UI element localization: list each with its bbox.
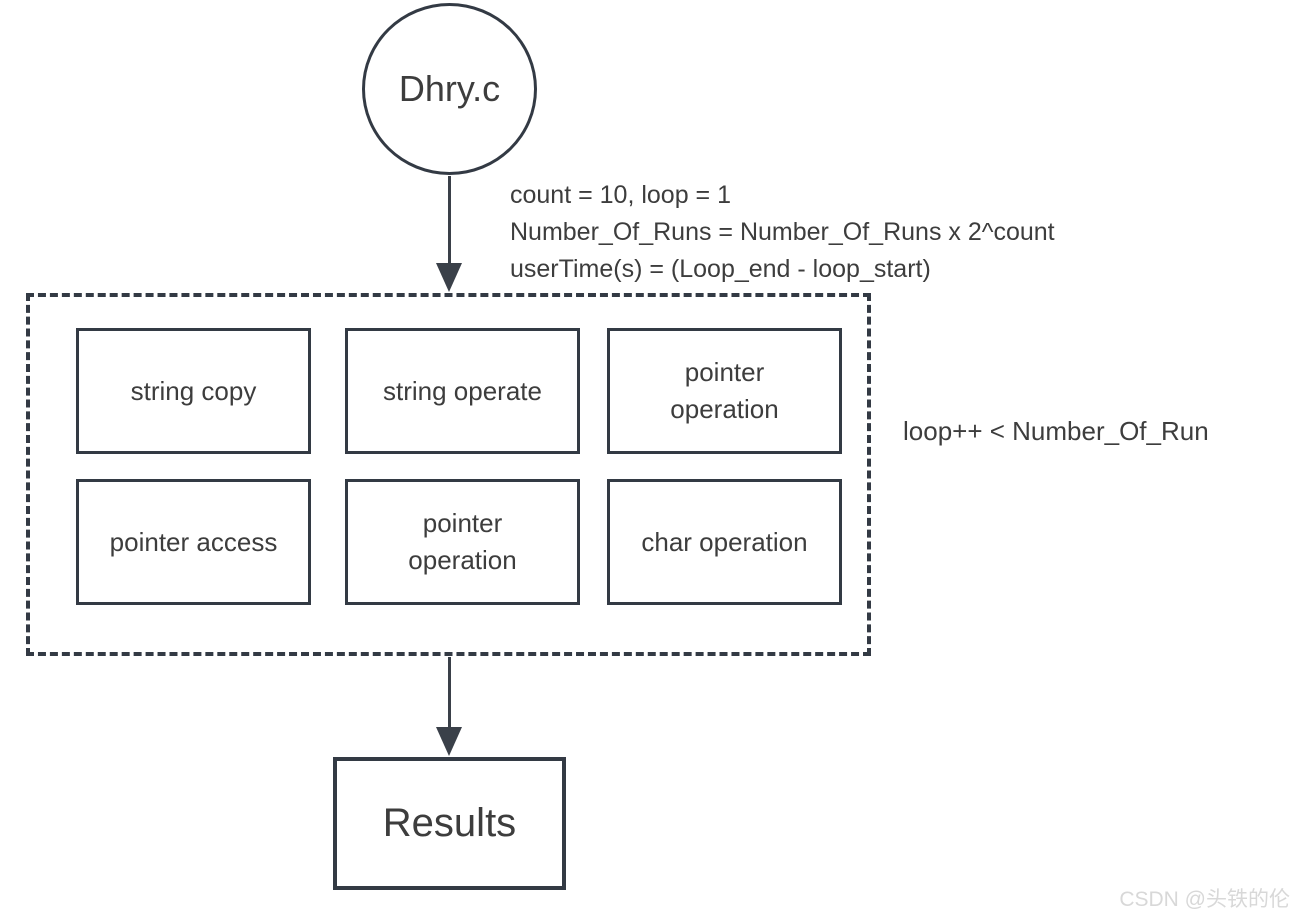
benchmark-loop-container: string copy string operate pointer opera… (26, 293, 871, 656)
init-annotation: count = 10, loop = 1 Number_Of_Runs = Nu… (510, 177, 1055, 288)
annotation-line-usertime: userTime(s) = (Loop_end - loop_start) (510, 255, 931, 283)
op-box-char-operation: char operation (607, 479, 842, 605)
loop-condition-annotation: loop++ < Number_Of_Run (903, 416, 1209, 446)
op-box-label: string copy (130, 375, 257, 406)
end-node-label: Results (382, 801, 517, 845)
arrow-head-icon (436, 727, 462, 756)
op-box-label: char operation (641, 526, 808, 557)
arrow-dhry-to-loop (436, 176, 462, 292)
arrow-head-icon (436, 263, 462, 292)
op-box-label: pointer access (109, 526, 278, 557)
annotation-line-runs: Number_Of_Runs = Number_Of_Runs x 2^coun… (510, 218, 1055, 246)
op-box-label: string operate (383, 375, 542, 406)
annotation-line-count: count = 10, loop = 1 (510, 181, 732, 209)
arrow-shaft (447, 176, 451, 265)
arrow-loop-to-results (436, 657, 462, 756)
op-box-pointer-operation-2: pointer operation (345, 479, 580, 605)
op-box-label: pointer operation (670, 357, 779, 424)
end-node-results: Results (333, 757, 566, 890)
op-box-string-copy: string copy (76, 328, 311, 454)
csdn-watermark: CSDN @头铁的伦 (1119, 888, 1290, 911)
op-box-pointer-operation-1: pointer operation (607, 328, 842, 454)
op-box-pointer-access: pointer access (76, 479, 311, 605)
arrow-shaft (447, 657, 451, 729)
start-node-label: Dhry.c (398, 68, 501, 109)
op-box-string-operate: string operate (345, 328, 580, 454)
start-node-dhry: Dhry.c (362, 3, 537, 175)
op-box-label: pointer operation (408, 508, 517, 575)
